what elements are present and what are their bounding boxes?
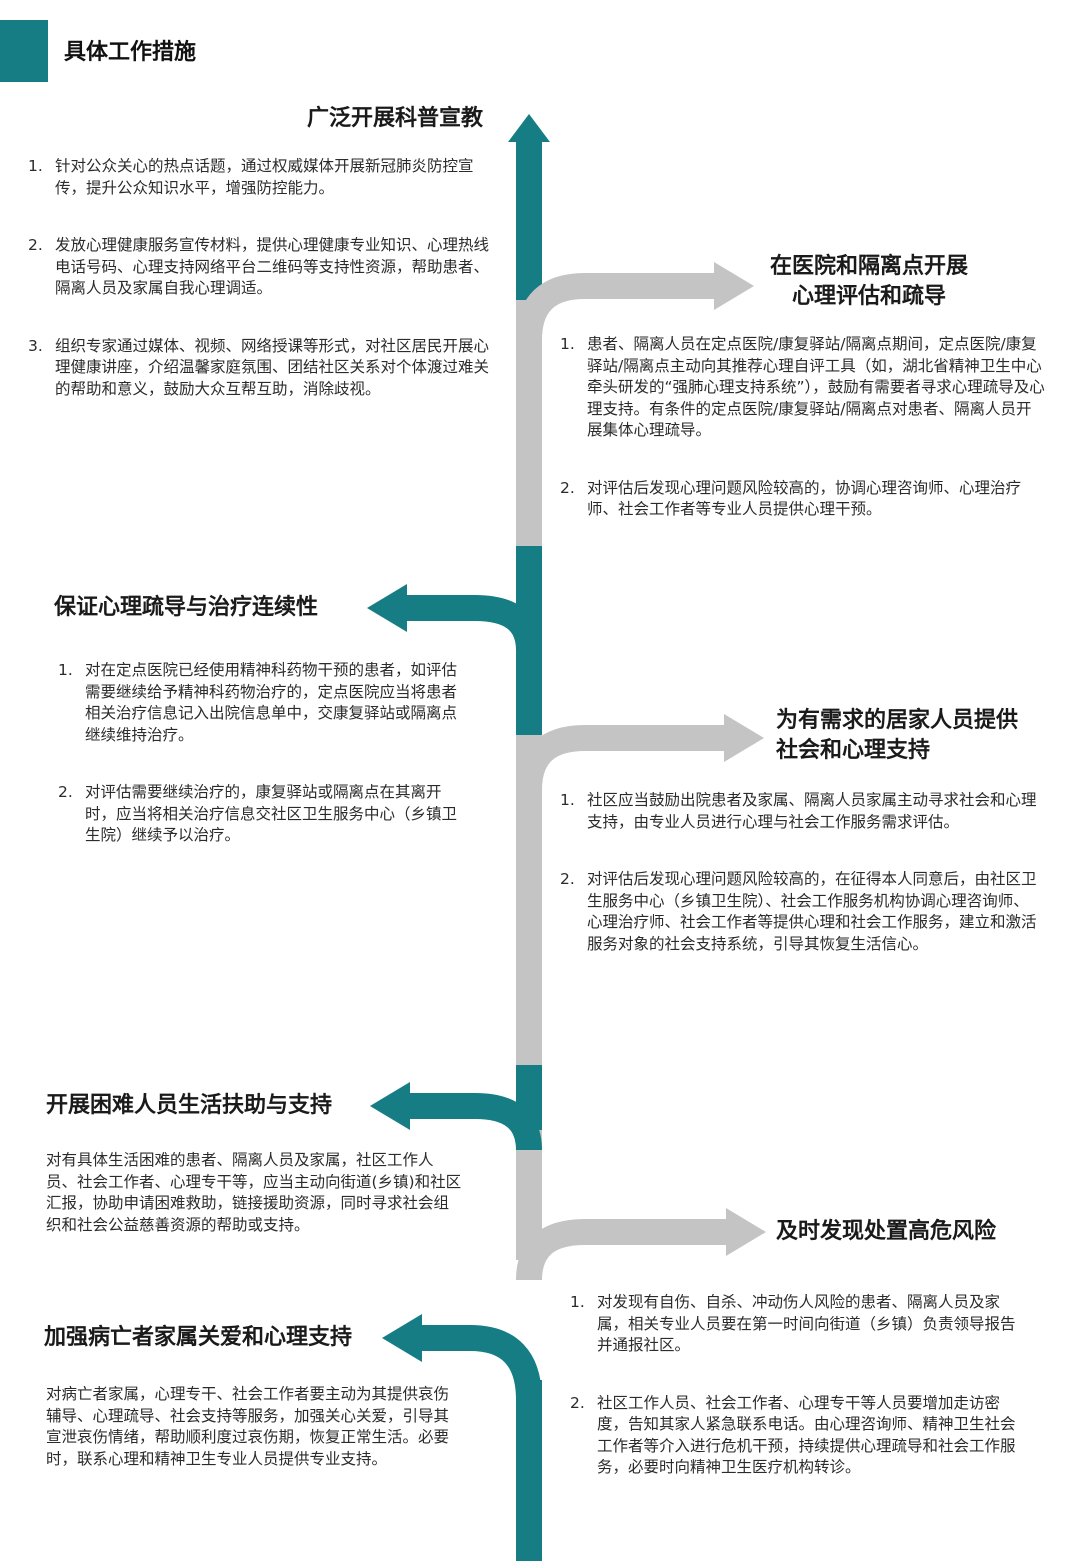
branch-right-arrowhead	[724, 714, 764, 762]
section-title-line: 加强病亡者家属关爱和心理支持	[44, 1325, 353, 1350]
section-items: 1. 对发现有自伤、自杀、冲动伤人风险的患者、隔离人员及家属，相关专业人员要在第…	[570, 1292, 1030, 1515]
section-items: 1. 患者、隔离人员在定点医院/康复驿站/隔离点期间，定点医院/康复驿站/隔离点…	[560, 334, 1045, 557]
list-item: 1. 针对公众关心的热点话题，通过权威媒体开展新冠肺炎防控宣传，提升公众知识水平…	[28, 156, 490, 199]
section-paragraph: 对病亡者家属，心理专干、社会工作者要主动为其提供哀伤辅导、心理疏导、社会支持等服…	[46, 1385, 450, 1468]
branch-left-arrowhead	[367, 584, 407, 632]
trunk-gray-segment	[516, 300, 542, 546]
item-number: 1.	[560, 791, 575, 809]
section-title: 为有需求的居家人员提供 社会和心理支持	[776, 706, 1018, 766]
section-paragraph: 对有具体生活困难的患者、隔离人员及家属，社区工作人员、社会工作者、心理专干等，应…	[46, 1151, 462, 1234]
section-title-line: 为有需求的居家人员提供	[776, 708, 1019, 733]
item-text: 患者、隔离人员在定点医院/康复驿站/隔离点期间，定点医院/康复驿站/隔离点主动向…	[587, 335, 1045, 439]
item-text: 对评估后发现心理问题风险较高的，协调心理咨询师、心理治疗师、社会工作者等专业人员…	[587, 478, 1022, 519]
section-items: 1. 对在定点医院已经使用精神科药物干预的患者，如评估需要继续给予精神科药物治疗…	[58, 660, 468, 883]
section-title-line: 社会和心理支持	[776, 738, 931, 763]
trunk-teal-segment	[516, 142, 542, 300]
list-item: 2. 对评估需要继续治疗的，康复驿站或隔离点在其离开时，应当将相关治疗信息交社区…	[58, 782, 468, 847]
trunk-arrow-head	[508, 114, 550, 142]
item-number: 2.	[28, 236, 43, 254]
list-item: 1. 患者、隔离人员在定点医院/康复驿站/隔离点期间，定点医院/康复驿站/隔离点…	[560, 334, 1045, 442]
branch-right-arrow	[516, 273, 716, 341]
item-number: 2.	[560, 478, 575, 497]
item-number: 1.	[28, 157, 43, 175]
item-text: 对评估需要继续治疗的，康复驿站或隔离点在其离开时，应当将相关治疗信息交社区卫生服…	[85, 783, 458, 844]
item-text: 社区应当鼓励出院患者及家属、隔离人员家属主动寻求社会和心理支持，由专业人员进行心…	[587, 791, 1037, 831]
section-title-line: 广泛开展科普宣教	[306, 106, 483, 131]
item-number: 1.	[560, 335, 575, 353]
branch-left-arrowhead	[382, 1314, 422, 1362]
section-title: 及时发现处置高危风险	[776, 1217, 996, 1247]
item-number: 2.	[570, 1393, 585, 1412]
branch-right-arrowhead	[714, 262, 754, 310]
list-item: 1. 对在定点医院已经使用精神科药物干预的患者，如评估需要继续给予精神科药物治疗…	[58, 660, 468, 746]
section-title: 开展困难人员生活扶助与支持	[46, 1091, 332, 1121]
trunk-teal-segment	[516, 1380, 542, 1561]
branch-right-arrowhead	[726, 1208, 766, 1256]
section-title: 保证心理疏导与治疗连续性	[54, 593, 318, 623]
list-item: 1. 社区应当鼓励出院患者及家属、隔离人员家属主动寻求社会和心理支持，由专业人员…	[560, 790, 1038, 833]
branch-right-arrow	[516, 725, 726, 791]
list-item: 2. 对评估后发现心理问题风险较高的，在征得本人同意后，由社区卫生服务中心（乡镇…	[560, 869, 1038, 955]
section-title-line: 在医院和隔离点开展	[770, 254, 969, 279]
section-items: 1. 社区应当鼓励出院患者及家属、隔离人员家属主动寻求社会和心理支持，由专业人员…	[560, 790, 1038, 991]
branch-left-arrow	[405, 595, 542, 651]
item-number: 2.	[58, 783, 73, 801]
section-title: 广泛开展科普宣教	[307, 104, 483, 134]
list-item: 1. 对发现有自伤、自杀、冲动伤人风险的患者、隔离人员及家属，相关专业人员要在第…	[570, 1292, 1030, 1357]
header-accent-block	[0, 20, 48, 82]
item-text: 对发现有自伤、自杀、冲动伤人风险的患者、隔离人员及家属，相关专业人员要在第一时间…	[597, 1293, 1016, 1354]
section-title: 在医院和隔离点开展 心理评估和疏导	[770, 252, 968, 312]
section-title-line: 开展困难人员生活扶助与支持	[46, 1093, 333, 1118]
branch-left-arrowhead	[370, 1082, 410, 1130]
list-item: 2. 对评估后发现心理问题风险较高的，协调心理咨询师、心理治疗师、社会工作者等专…	[560, 478, 1045, 521]
list-item: 3. 组织专家通过媒体、视频、网络授课等形式，对社区居民开展心理健康讲座，介绍温…	[28, 336, 490, 401]
item-text: 发放心理健康服务宣传材料，提供心理健康专业知识、心理热线电话号码、心理支持网络平…	[55, 236, 490, 297]
branch-left-arrow	[408, 1093, 542, 1151]
item-text: 组织专家通过媒体、视频、网络授课等形式，对社区居民开展心理健康讲座，介绍温馨家庭…	[55, 336, 490, 398]
section-items: 1. 针对公众关心的热点话题，通过权威媒体开展新冠肺炎防控宣传，提升公众知识水平…	[28, 156, 490, 436]
list-item: 2. 发放心理健康服务宣传材料，提供心理健康专业知识、心理热线电话号码、心理支持…	[28, 235, 490, 300]
item-text: 对在定点医院已经使用精神科药物干预的患者，如评估需要继续给予精神科药物治疗的，定…	[85, 661, 458, 744]
section-title-line: 及时发现处置高危风险	[776, 1219, 997, 1244]
item-number: 3.	[28, 336, 43, 355]
list-item: 2. 社区工作人员、社会工作者、心理专干等人员要增加走访密度，告知其家人紧急联系…	[570, 1393, 1030, 1479]
branch-left-arrow	[420, 1325, 542, 1401]
item-number: 2.	[560, 870, 575, 888]
item-text: 针对公众关心的热点话题，通过权威媒体开展新冠肺炎防控宣传，提升公众知识水平，增强…	[55, 157, 474, 197]
page-title: 具体工作措施	[64, 40, 197, 65]
item-number: 1.	[570, 1293, 585, 1311]
item-text: 社区工作人员、社会工作者、心理专干等人员要增加走访密度，告知其家人紧急联系电话。…	[597, 1393, 1016, 1477]
section-title-line: 保证心理疏导与治疗连续性	[54, 595, 319, 620]
item-number: 1.	[58, 661, 73, 679]
section-title-line: 心理评估和疏导	[792, 284, 947, 309]
branch-right-arrow	[516, 1219, 728, 1281]
section-title: 加强病亡者家属关爱和心理支持	[44, 1323, 352, 1353]
item-text: 对评估后发现心理问题风险较高的，在征得本人同意后，由社区卫生服务中心（乡镇卫生院…	[587, 870, 1037, 953]
